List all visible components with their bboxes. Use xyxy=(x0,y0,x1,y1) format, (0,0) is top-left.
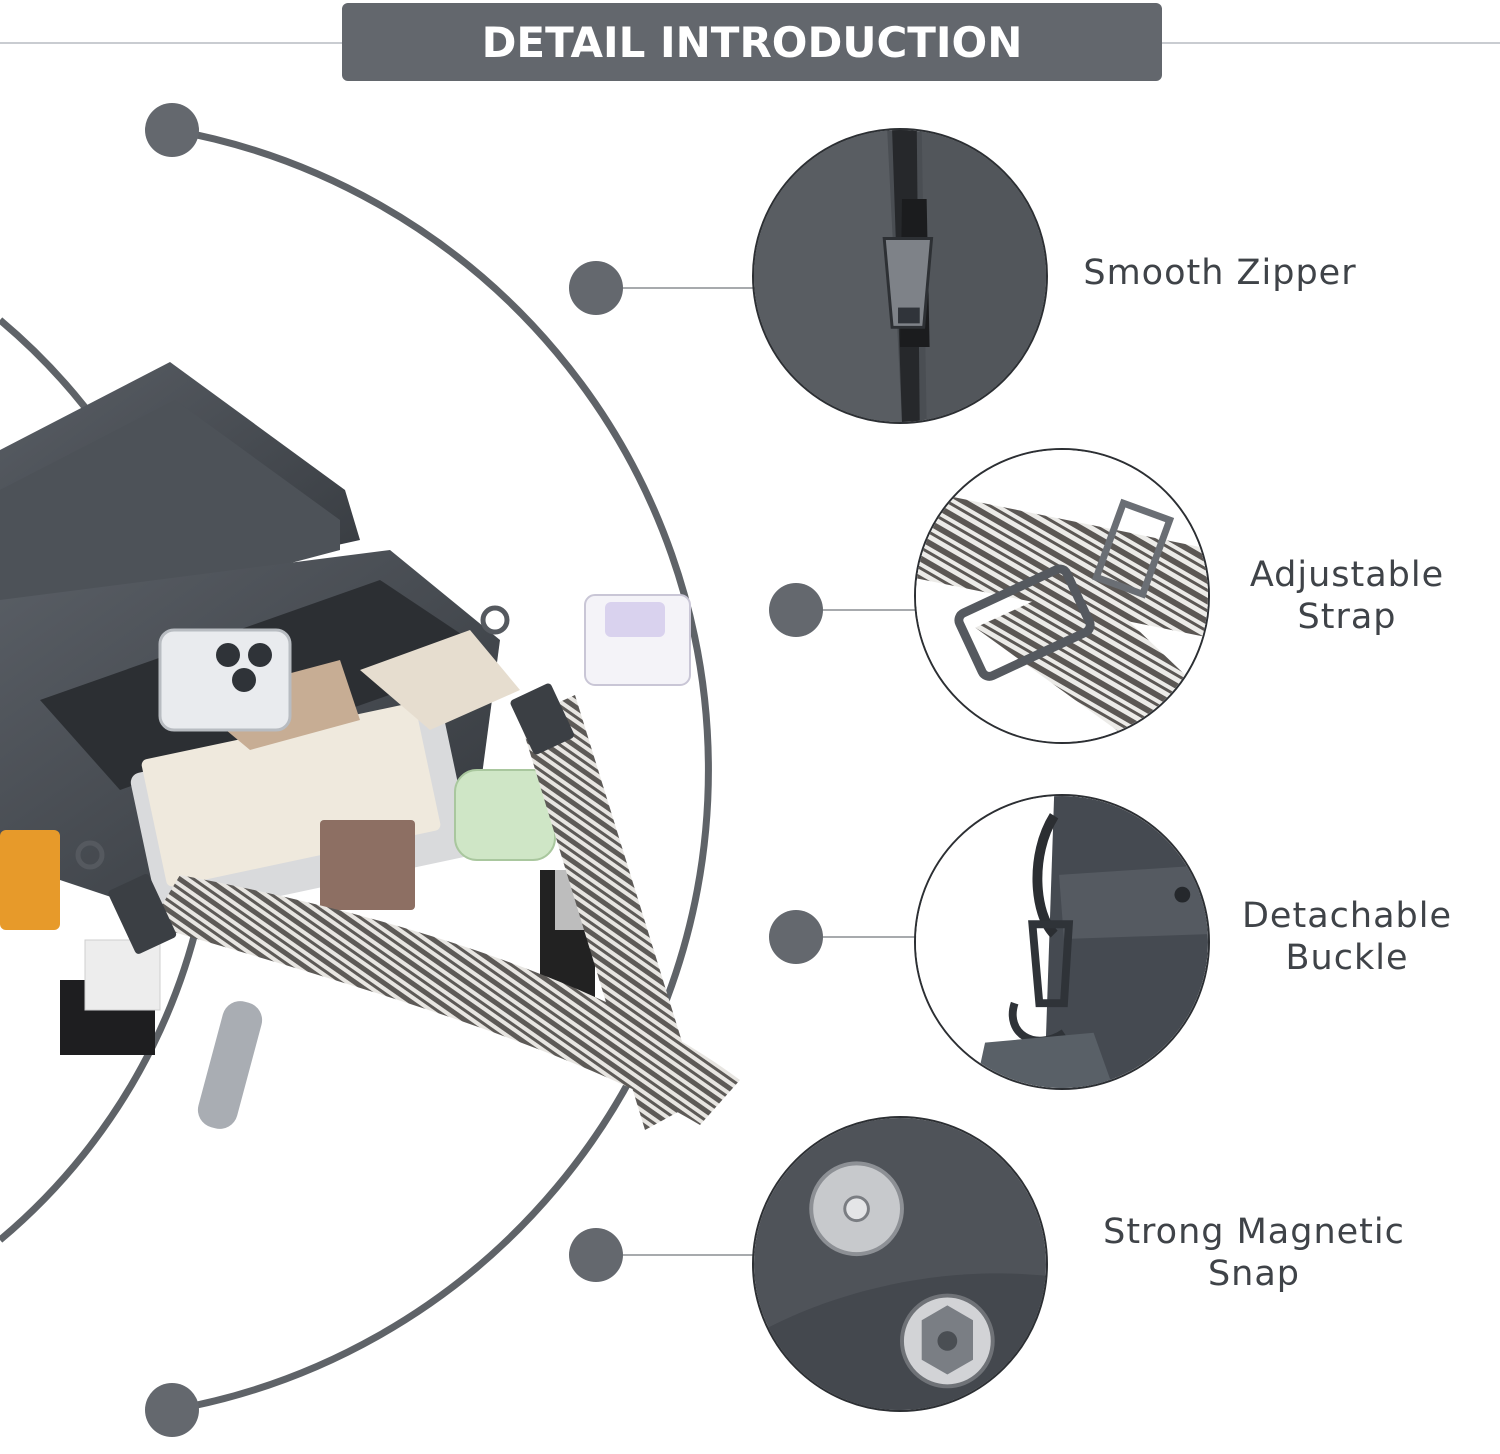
magnetic-snap-icon xyxy=(754,1118,1046,1410)
header-rule-left xyxy=(0,42,342,44)
feature-label-zipper: Smooth Zipper xyxy=(1040,252,1400,294)
detail-photo-strap xyxy=(914,448,1210,744)
crossbody-bag-icon xyxy=(0,362,740,1130)
header-banner: DETAIL INTRODUCTION xyxy=(342,3,1162,81)
detail-photo-buckle xyxy=(914,794,1210,1090)
detail-photo-zipper xyxy=(752,128,1048,424)
swivel-clasp-icon xyxy=(916,796,1208,1088)
outer-arc xyxy=(171,126,712,1414)
strap-buckle-icon xyxy=(916,450,1208,742)
feature-line: Detachable xyxy=(1241,896,1452,936)
feature-line: Buckle xyxy=(1285,938,1409,978)
node-strap xyxy=(769,583,823,637)
feature-line: Adjustable xyxy=(1249,555,1445,595)
feature-label-snap: Strong Magnetic Snap xyxy=(1070,1211,1438,1295)
feature-line: Smooth Zipper xyxy=(1083,253,1357,293)
feature-line: Snap xyxy=(1207,1254,1301,1294)
node-buckle xyxy=(769,910,823,964)
detail-photo-snap xyxy=(752,1116,1048,1412)
node-zipper xyxy=(569,261,623,315)
header-rule-right xyxy=(1162,42,1500,44)
header-title: DETAIL INTRODUCTION xyxy=(481,17,1023,67)
feature-label-buckle: Detachable Buckle xyxy=(1216,895,1478,979)
feature-line: Strap xyxy=(1297,597,1397,637)
node-bottom xyxy=(145,1383,199,1437)
feature-line: Strong Magnetic xyxy=(1103,1212,1405,1252)
node-top xyxy=(145,103,199,157)
node-snap xyxy=(569,1228,623,1282)
feature-label-strap: Adjustable Strap xyxy=(1216,554,1478,638)
zipper-icon xyxy=(754,130,1046,422)
product-photo xyxy=(0,340,780,1140)
